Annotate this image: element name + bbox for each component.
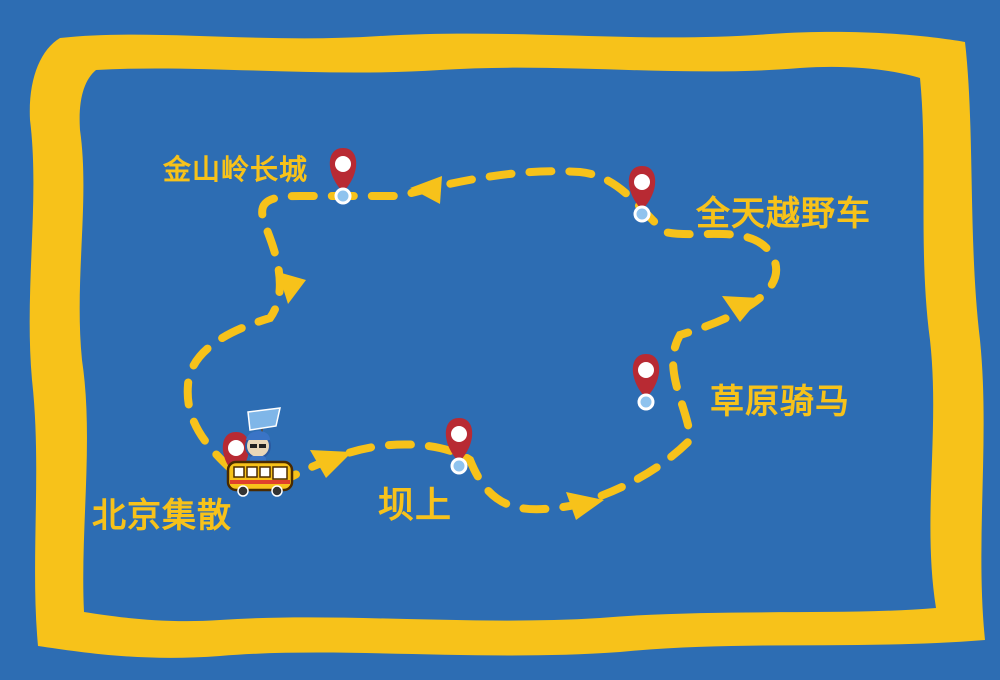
route-line [183, 167, 781, 514]
mascot-with-flag-icon [245, 407, 281, 466]
stop-label-offroad: 全天越野车 [696, 194, 871, 234]
direction-arrow-icon [566, 492, 604, 520]
stop-label-bashang: 坝上 [378, 485, 453, 526]
map-frame [29, 31, 986, 658]
stop-label-jinshanling: 金山岭长城 [163, 153, 309, 186]
map-pin-icon [628, 166, 656, 223]
direction-arrow-icon [278, 272, 306, 304]
stop-label-horse: 草原骑马 [710, 382, 850, 422]
direction-arrow-icon [410, 176, 442, 204]
bus-icon [226, 460, 294, 497]
direction-arrow-icon [722, 296, 760, 322]
direction-arrow-icon [310, 450, 352, 478]
stop-label-beijing: 北京集散 [92, 496, 232, 536]
map-pin-icon [329, 148, 357, 205]
map-pin-icon [632, 354, 660, 411]
map-pin-icon [445, 418, 473, 475]
